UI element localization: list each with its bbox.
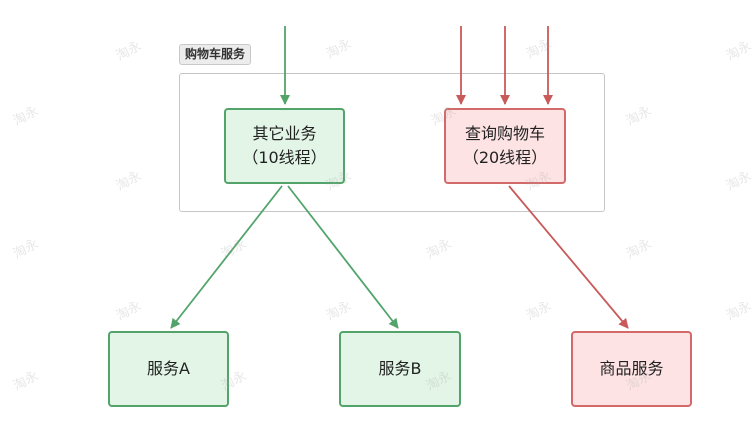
- node-service-a-label: 服务A: [147, 359, 190, 378]
- cart-service-group: [179, 73, 605, 212]
- node-other-business: 其它业务 （10线程）: [224, 108, 345, 184]
- node-other-business-title: 其它业务: [252, 124, 317, 143]
- node-product-service-label: 商品服务: [599, 359, 664, 378]
- node-service-b: 服务B: [339, 331, 461, 407]
- edge-other-to-service-b: [287, 185, 399, 329]
- edge-other-to-service-a: [170, 185, 283, 329]
- node-service-a: 服务A: [108, 331, 229, 407]
- node-query-cart-threads: （20线程）: [462, 148, 548, 167]
- node-query-cart: 查询购物车 （20线程）: [444, 108, 566, 184]
- node-other-business-threads: （10线程）: [242, 148, 327, 167]
- edge-query-to-product: [508, 185, 629, 329]
- node-product-service: 商品服务: [571, 331, 692, 407]
- node-query-cart-title: 查询购物车: [464, 124, 545, 143]
- node-service-b-label: 服务B: [378, 359, 422, 378]
- group-label: 购物车服务: [179, 44, 252, 65]
